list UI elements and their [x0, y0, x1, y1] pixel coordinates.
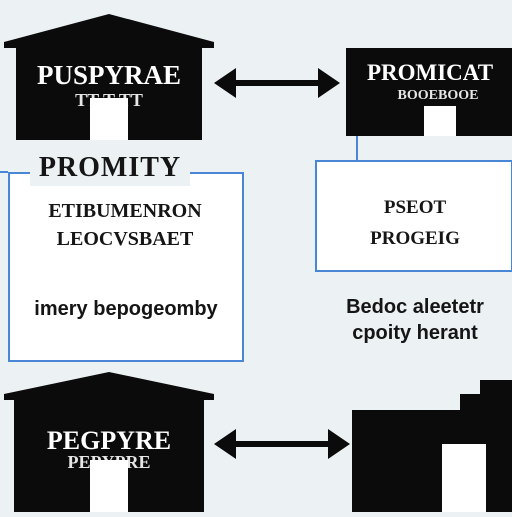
building-door: [90, 98, 128, 140]
building-title: PEGPYRE: [46, 426, 172, 455]
building-door: [424, 106, 456, 136]
stepped-block-shape: [352, 380, 512, 512]
left-panel[interactable]: [8, 172, 244, 362]
building-title: PUSPYRAE: [36, 60, 181, 90]
right-panel[interactable]: [315, 160, 512, 272]
left-panel-line-2: LEOCVSBAET: [56, 228, 194, 250]
right-panel-line-2: PROGEIG: [370, 228, 460, 249]
top-right-building[interactable]: PROMICAT BOOEBOOE: [346, 48, 512, 136]
building-door: [90, 460, 128, 512]
bottom-right-building[interactable]: [352, 380, 512, 512]
double-arrow-top: [214, 68, 340, 98]
bottom-left-building[interactable]: PEGPYRE PEPYPRE: [4, 372, 214, 512]
double-arrow-bottom: [214, 429, 350, 459]
right-caption-line-2: cpoity herant: [352, 322, 478, 344]
building-subtitle: BOOEBOOE: [397, 88, 479, 103]
right-panel-line-1: PSEOT: [383, 197, 447, 218]
building-title: PROMICAT: [366, 60, 494, 85]
right-caption-line-1: Bedoc aleetetr: [346, 296, 484, 318]
left-panel-line-1: ETIBUMENRON: [48, 200, 202, 222]
top-left-building[interactable]: PUSPYRAE TT T TT: [4, 12, 214, 140]
left-panel-caption: imery bepogeomby: [34, 298, 218, 320]
left-panel-heading: PROMITY: [30, 152, 190, 186]
building-door: [442, 444, 486, 512]
